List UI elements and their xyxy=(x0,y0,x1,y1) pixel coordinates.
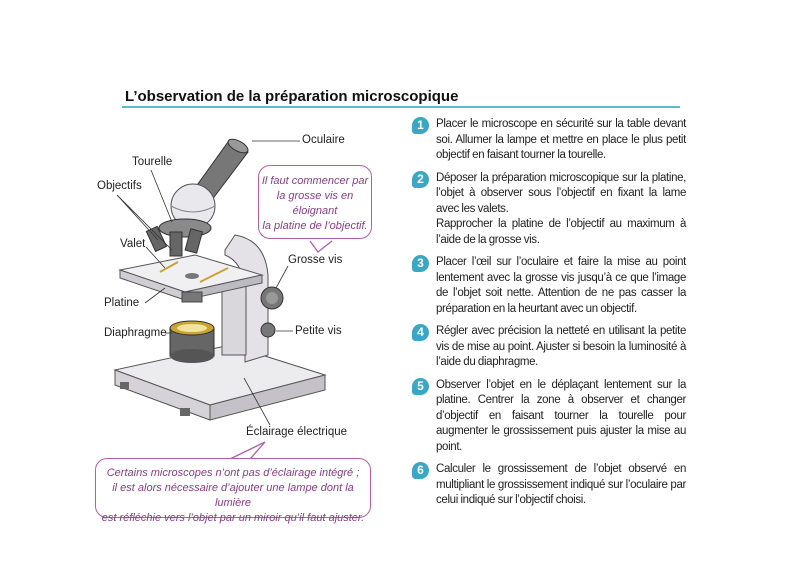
step-text: Observer l’objet en le déplaçant lenteme… xyxy=(436,378,686,456)
microscope-illustration xyxy=(113,138,333,460)
label-oculaire: Oculaire xyxy=(302,134,345,146)
step-number-badge: 4 xyxy=(412,324,429,341)
step-paragraph: Observer l’objet en le déplaçant lenteme… xyxy=(436,378,686,453)
step-paragraph: Rapprocher la platine de l’objectif au m… xyxy=(436,218,686,246)
step-number-badge: 5 xyxy=(412,377,429,395)
callout-line: est réfléchie vers l’objet par un miroir… xyxy=(101,512,365,524)
step-item: 4 Régler avec précision la netteté en uti… xyxy=(412,324,686,371)
step-text: Calculer le grossissement de l’objet obs… xyxy=(436,462,686,509)
step-number-badge: 3 xyxy=(412,255,429,272)
step-paragraph: Placer l’œil sur l’oculaire et faire la … xyxy=(436,256,686,315)
callout-line: la grosse vis en éloignant xyxy=(276,190,354,217)
step-paragraph: Régler avec précision la netteté en util… xyxy=(436,325,686,368)
label-objectifs: Objectifs xyxy=(97,180,142,192)
step-item: 1 Placer le microscope en sécurité sur la… xyxy=(412,117,686,164)
callout-line: il est alors nécessaire d’ajouter une la… xyxy=(112,482,354,509)
step-number-badge: 2 xyxy=(412,170,429,188)
label-valet: Valet xyxy=(120,238,146,250)
callout-top: Il faut commencer par la grosse vis en é… xyxy=(258,165,372,239)
title-underline xyxy=(122,106,680,108)
step-paragraph: Placer le microscope en sécurité sur la … xyxy=(436,118,686,161)
step-text: Régler avec précision la netteté en util… xyxy=(436,324,686,371)
label-eclairage: Éclairage électrique xyxy=(246,426,348,438)
step-item: 2 Déposer la préparation microscopique su… xyxy=(412,170,686,249)
step-text: Déposer la préparation microscopique sur… xyxy=(436,171,686,249)
label-tourelle: Tourelle xyxy=(132,156,173,168)
steps-list: 1 Placer le microscope en sécurité sur la… xyxy=(412,117,686,516)
callout-line: la platine de l’objectif. xyxy=(262,220,368,232)
step-text: Placer l’œil sur l’oculaire et faire la … xyxy=(436,255,686,317)
label-diaphragme: Diaphragme xyxy=(104,327,167,339)
step-number-badge: 1 xyxy=(412,117,429,134)
callout-bottom: Certains microscopes n’ont pas d’éclaira… xyxy=(95,458,371,524)
step-paragraph: Déposer la préparation microscopique sur… xyxy=(436,171,686,215)
label-platine: Platine xyxy=(104,297,140,309)
label-grosse-vis: Grosse vis xyxy=(288,254,343,266)
step-item: 5 Observer l’objet en le déplaçant lentem… xyxy=(412,377,686,456)
step-paragraph: Calculer le grossissement de l’objet obs… xyxy=(436,463,686,506)
step-item: 3 Placer l’œil sur l’oculaire et faire la… xyxy=(412,255,686,317)
callout-line: Il faut commencer par xyxy=(261,175,369,187)
label-petite-vis: Petite vis xyxy=(295,325,342,337)
step-text: Placer le microscope en sécurité sur la … xyxy=(436,117,686,164)
callout-line: Certains microscopes n’ont pas d’éclaira… xyxy=(106,467,360,479)
step-item: 6 Calculer le grossissement de l’objet ob… xyxy=(412,462,686,509)
step-number-badge: 6 xyxy=(412,462,429,479)
page-title: L’observation de la préparation microsco… xyxy=(125,88,459,105)
